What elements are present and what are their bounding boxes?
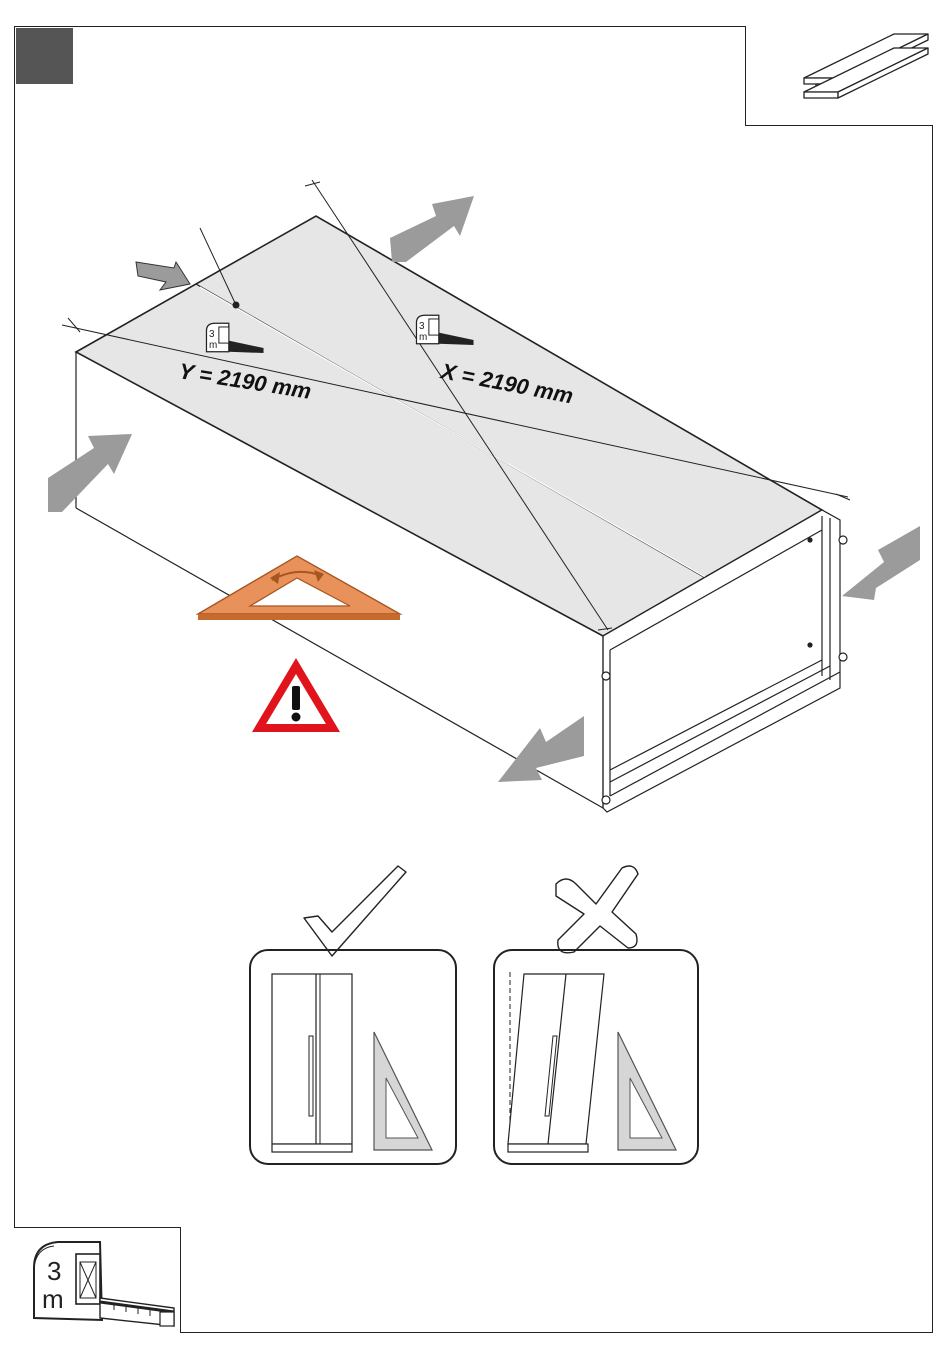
set-square-icon xyxy=(198,556,400,620)
arrow-right xyxy=(842,526,920,600)
tape-measure-icon: 3 m xyxy=(14,1228,179,1332)
arrow-left xyxy=(48,434,132,512)
svg-text:3: 3 xyxy=(419,321,425,332)
svg-text:m: m xyxy=(419,332,427,343)
svg-text:3: 3 xyxy=(209,329,215,340)
tape-unit: m xyxy=(42,1284,64,1314)
tape-number: 3 xyxy=(47,1256,61,1286)
arrow-top-right xyxy=(390,196,474,262)
tool-box: 3 m xyxy=(14,1227,181,1333)
warning-triangle-icon xyxy=(252,658,340,732)
back-panel xyxy=(76,216,822,636)
checkmark-icon xyxy=(304,866,406,956)
correct-example xyxy=(250,866,456,1164)
svg-text:m: m xyxy=(209,340,217,351)
pointer-arrow xyxy=(136,262,190,290)
cross-icon xyxy=(556,866,638,953)
wrong-example xyxy=(494,866,698,1164)
wardrobe-carcass xyxy=(76,216,847,812)
